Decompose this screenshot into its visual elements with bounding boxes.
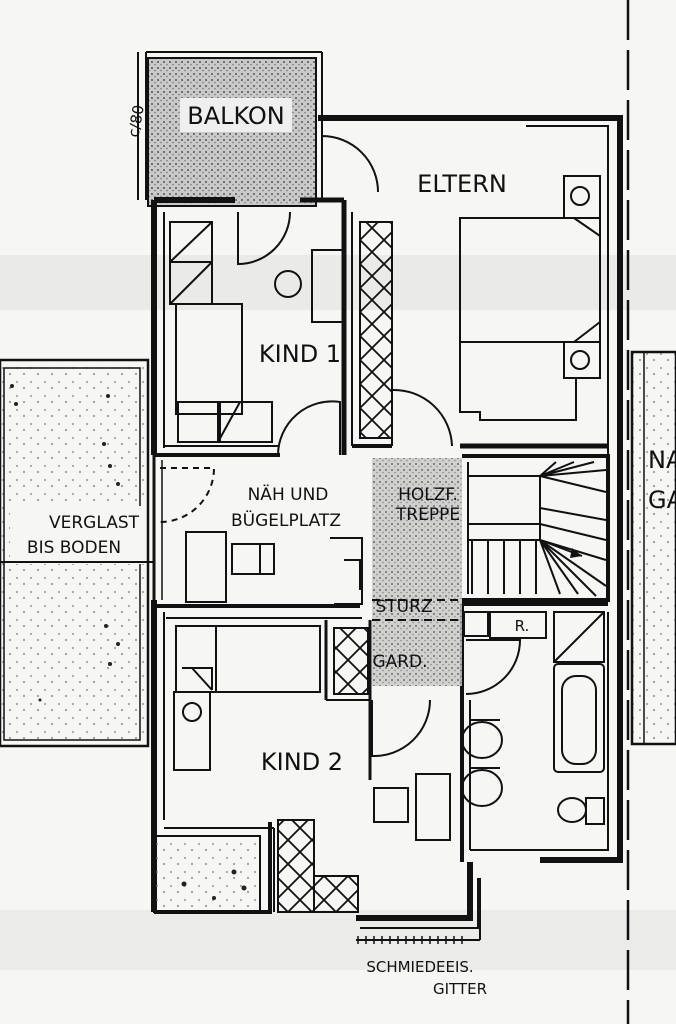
kind2-label: KIND 2 bbox=[261, 748, 343, 776]
lower-balcony bbox=[153, 835, 261, 913]
right-neighbour bbox=[630, 350, 676, 746]
scan-noise-band bbox=[0, 910, 676, 970]
holz-label-line2: TREPPE bbox=[395, 505, 460, 525]
scan-noise-band bbox=[0, 255, 676, 310]
doors bbox=[159, 135, 522, 758]
left-neighbour bbox=[0, 358, 154, 748]
r-label: R. bbox=[515, 617, 530, 635]
schmiede-label-line1: SCHMIEDEEIS. bbox=[366, 958, 473, 976]
wardrobes bbox=[277, 221, 393, 913]
eltern-label: ELTERN bbox=[417, 170, 507, 198]
cutoff-label-ga: GA bbox=[648, 486, 676, 514]
holz-label-line1: HOLZF. bbox=[398, 485, 458, 505]
kind1-label: KIND 1 bbox=[259, 340, 341, 368]
gard-label: GARD. bbox=[372, 652, 427, 672]
dimension-mark: c/80 bbox=[124, 104, 147, 139]
furniture bbox=[169, 175, 605, 841]
verglast-label-line2: BIS BODEN bbox=[27, 538, 121, 558]
interior-walls bbox=[154, 197, 610, 912]
verglast-label-line1: VERGLAST bbox=[49, 513, 140, 533]
outer-walls bbox=[151, 115, 623, 929]
schmiede-label-line2: GITTER bbox=[433, 980, 487, 998]
naeh-label-line2: BÜGELPLATZ bbox=[231, 509, 341, 531]
balkon-area bbox=[137, 51, 323, 207]
staircase bbox=[372, 458, 607, 686]
sturz-label: STURZ bbox=[375, 597, 432, 617]
cutoff-label-na: NA bbox=[648, 446, 676, 474]
wrought-iron-railing bbox=[356, 878, 481, 944]
naeh-label-line1: NÄH UND bbox=[248, 484, 329, 505]
balkon-label: BALKON bbox=[187, 102, 285, 130]
